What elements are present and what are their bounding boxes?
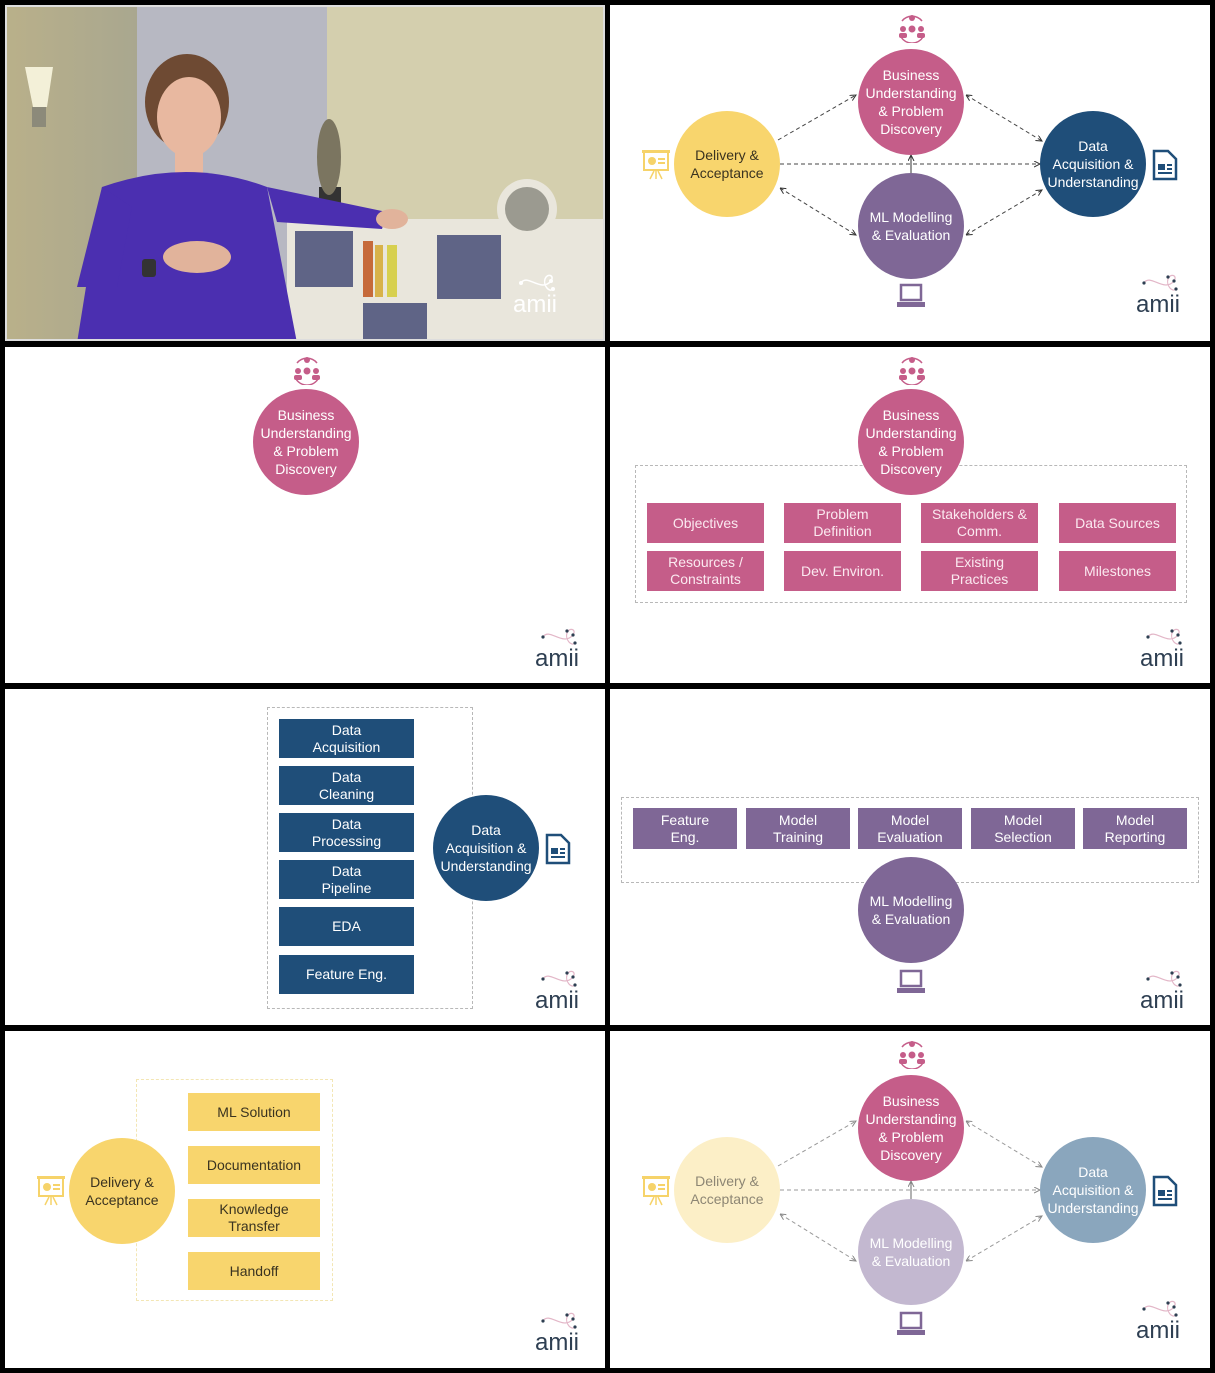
delivery-detail-panel: ML Solution Documentation Knowledge Tran… [5, 1031, 605, 1368]
arrow-delivery-ml [780, 1214, 856, 1261]
amii-logo: amii [507, 273, 563, 317]
team-ideas-icon [899, 15, 925, 43]
amii-logo: amii [1130, 273, 1186, 317]
team-ideas-icon [899, 1041, 925, 1069]
task-documentation[interactable]: Documentation [188, 1146, 320, 1184]
laptop-icon [897, 283, 925, 307]
lifecycle-arrows [777, 5, 1210, 341]
presentation-board-icon [642, 150, 670, 180]
business-stage-panel: Business Understanding & Problem Discove… [5, 347, 605, 683]
task-data-processing[interactable]: Data Processing [279, 813, 414, 852]
amii-logo-text: amii [534, 645, 579, 672]
amii-logo: amii [529, 627, 585, 671]
amii-logo-mark-icon [1142, 274, 1178, 291]
task-resources-constraints[interactable]: Resources / Constraints [647, 551, 764, 591]
amii-logo-mark-icon [1146, 628, 1182, 645]
lifecycle-business-highlight-panel: Business Understanding & Problem Discove… [610, 1031, 1210, 1368]
stage-ml-circle[interactable]: ML Modelling & Evaluation [858, 1199, 964, 1305]
amii-logo-text: amii [1135, 1317, 1180, 1344]
task-objectives[interactable]: Objectives [647, 503, 764, 543]
arrow-delivery-to-business [777, 1121, 856, 1167]
task-dev-environment[interactable]: Dev. Environ. [784, 551, 901, 591]
stage-delivery-circle[interactable]: Delivery & Acceptance [69, 1138, 175, 1244]
task-data-sources[interactable]: Data Sources [1059, 503, 1176, 543]
stage-business-circle[interactable]: Business Understanding & Problem Discove… [858, 49, 964, 155]
stage-delivery-circle[interactable]: Delivery & Acceptance [674, 1137, 780, 1243]
task-model-training[interactable]: Model Training [746, 808, 850, 849]
task-problem-definition[interactable]: Problem Definition [784, 503, 901, 543]
stage-business-circle[interactable]: Business Understanding & Problem Discove… [858, 389, 964, 495]
task-data-cleaning[interactable]: Data Cleaning [279, 766, 414, 805]
task-model-evaluation[interactable]: Model Evaluation [858, 808, 962, 849]
stage-delivery-circle[interactable]: Delivery & Acceptance [674, 111, 780, 217]
task-feature-eng[interactable]: Feature Eng. [279, 955, 414, 994]
stage-business-circle[interactable]: Business Understanding & Problem Discove… [858, 1075, 964, 1181]
amii-logo: amii [1134, 627, 1190, 671]
task-milestones[interactable]: Milestones [1059, 551, 1176, 591]
stage-ml-circle[interactable]: ML Modelling & Evaluation [858, 857, 964, 963]
arrow-delivery-to-business [777, 95, 856, 141]
task-eda[interactable]: EDA [279, 907, 414, 946]
task-handoff[interactable]: Handoff [188, 1252, 320, 1290]
task-feature-eng[interactable]: Feature Eng. [633, 808, 737, 849]
document-icon [1152, 149, 1178, 181]
arrow-business-data [966, 95, 1042, 141]
data-detail-panel: Data Acquisition Data Cleaning Data Proc… [5, 689, 605, 1025]
amii-logo-text: amii [1139, 645, 1184, 672]
arrow-ml-data [966, 190, 1042, 235]
laptop-icon [897, 1311, 925, 1335]
stage-business-circle[interactable]: Business Understanding & Problem Discove… [253, 389, 359, 495]
task-data-acquisition[interactable]: Data Acquisition [279, 719, 414, 758]
arrow-business-data [966, 1121, 1042, 1167]
task-model-selection[interactable]: Model Selection [971, 808, 1075, 849]
amii-logo-mark-icon [1142, 1300, 1178, 1317]
arrow-ml-data [966, 1216, 1042, 1261]
amii-logo-text: amii [534, 987, 579, 1014]
amii-logo-mark-icon [1146, 970, 1182, 987]
stage-data-circle[interactable]: Data Acquisition & Understanding [1040, 111, 1146, 217]
team-ideas-icon [294, 357, 320, 385]
amii-logo-text: amii [534, 1329, 579, 1356]
amii-logo: amii [529, 1311, 585, 1355]
amii-logo-text: amii [1139, 987, 1184, 1014]
amii-logo-mark-icon [519, 274, 555, 291]
amii-logo: amii [1130, 1299, 1186, 1343]
presentation-board-icon [642, 1176, 670, 1206]
stage-ml-circle[interactable]: ML Modelling & Evaluation [858, 173, 964, 279]
team-ideas-icon [899, 357, 925, 385]
task-model-reporting[interactable]: Model Reporting [1083, 808, 1187, 849]
arrow-delivery-ml [780, 188, 856, 235]
task-stakeholders[interactable]: Stakeholders & Comm. [921, 503, 1038, 543]
amii-logo-mark-icon [541, 970, 577, 987]
document-icon [545, 833, 571, 865]
laptop-icon [897, 969, 925, 993]
task-existing-practices[interactable]: Existing Practices [921, 551, 1038, 591]
task-data-pipeline[interactable]: Data Pipeline [279, 860, 414, 899]
amii-logo: amii [1134, 969, 1190, 1013]
amii-logo-mark-icon [541, 628, 577, 645]
task-knowledge-transfer[interactable]: Knowledge Transfer [188, 1199, 320, 1237]
amii-logo-text: amii [512, 291, 557, 318]
task-ml-solution[interactable]: ML Solution [188, 1093, 320, 1131]
presenter-video-panel: amii [5, 5, 605, 341]
amii-logo: amii [529, 969, 585, 1013]
stage-data-circle[interactable]: Data Acquisition & Understanding [433, 795, 539, 901]
amii-logo-mark-icon [541, 1312, 577, 1329]
ml-detail-panel: Feature Eng. Model Training Model Evalua… [610, 689, 1210, 1025]
lifecycle-arrows [777, 1031, 1210, 1368]
document-icon [1152, 1175, 1178, 1207]
amii-logo-text: amii [1135, 291, 1180, 318]
business-detail-panel: Business Understanding & Problem Discove… [610, 347, 1210, 683]
stage-data-circle[interactable]: Data Acquisition & Understanding [1040, 1137, 1146, 1243]
presenter-video-frame [7, 7, 603, 339]
lifecycle-overview-panel: Business Understanding & Problem Discove… [610, 5, 1210, 341]
presentation-board-icon [37, 1176, 65, 1206]
